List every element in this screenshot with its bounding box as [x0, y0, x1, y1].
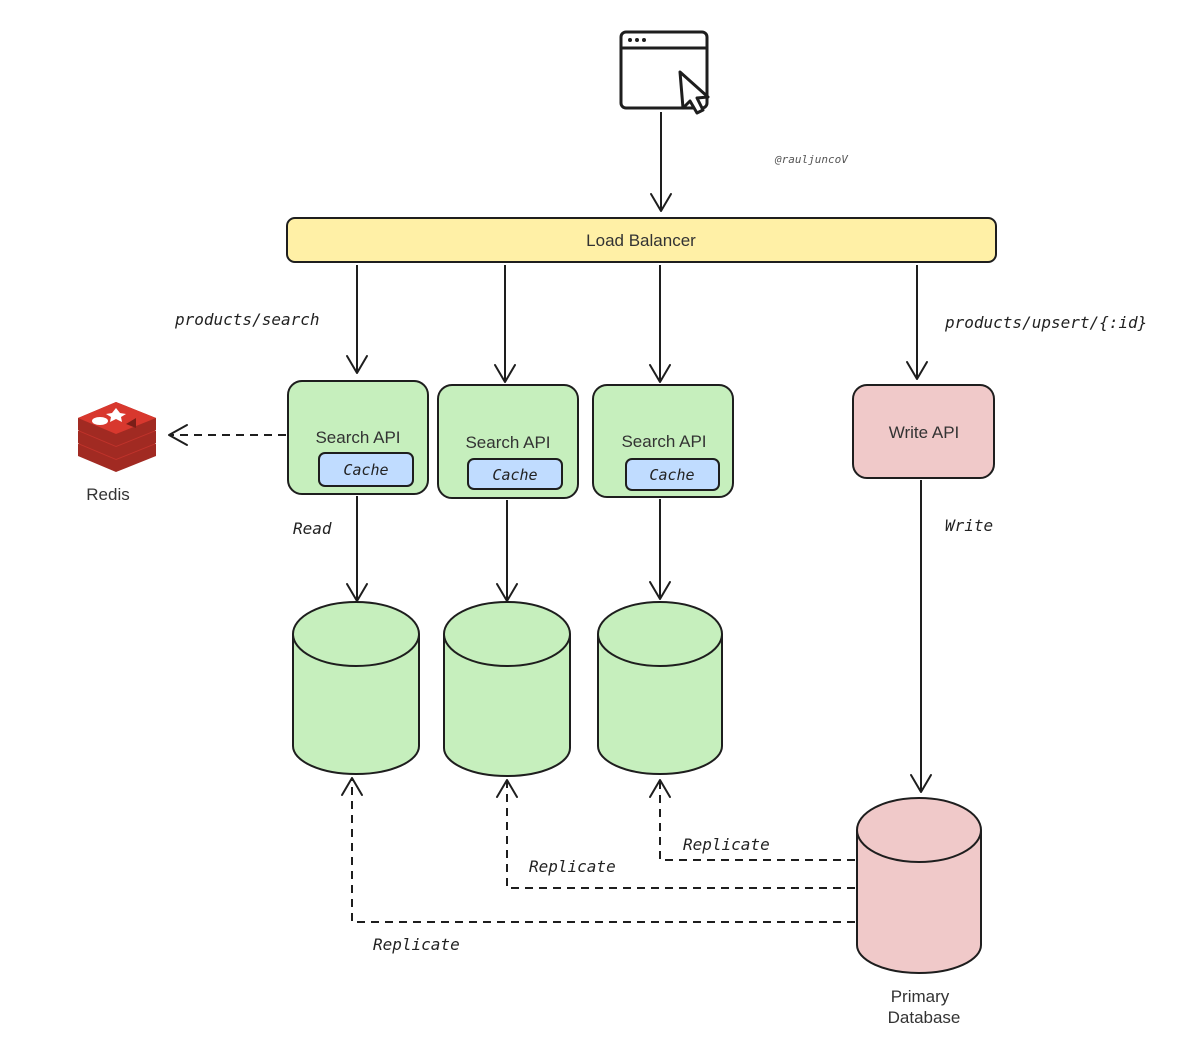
primary-database: [856, 797, 982, 974]
cache-1-label: Cache: [343, 461, 388, 479]
replica-database-2: [443, 601, 571, 777]
route-search-label: products/search: [174, 310, 320, 329]
primary-database-label-line1: Primary: [891, 987, 950, 1006]
load-balancer: Load Balancer: [286, 217, 997, 263]
write-api: Write API: [852, 384, 995, 479]
search-api-2: Search API Cache: [437, 384, 579, 499]
primary-database-label-line2: Database: [888, 1008, 961, 1027]
redis-stack-icon: [78, 402, 156, 472]
replicate-arrow-3: [649, 779, 855, 861]
write-api-label: Write API: [889, 423, 960, 442]
search-api-1-label: Search API: [315, 428, 400, 447]
lb-to-write-api-arrow: [906, 265, 928, 380]
browser-window-cursor-icon: [619, 30, 710, 115]
cache-1: [318, 452, 414, 487]
replicate-label-3: Replicate: [683, 835, 770, 854]
read-label: Read: [293, 519, 332, 538]
watermark-label: @rauljuncoV: [774, 153, 849, 166]
search-api-to-redis-arrow: [168, 424, 286, 446]
write-label: Write: [945, 516, 993, 535]
redis-label: Redis: [86, 485, 129, 504]
write-arrow: [910, 480, 932, 793]
read-arrow-1: [346, 496, 368, 602]
lb-to-search-api-3-arrow: [649, 265, 671, 383]
cache-2-label: Cache: [492, 466, 537, 484]
lb-to-search-api-2-arrow: [494, 265, 516, 383]
read-arrow-2: [496, 500, 518, 602]
search-api-1: Search API Cache: [287, 380, 429, 495]
search-api-2-label: Search API: [465, 433, 550, 452]
cache-2: [467, 458, 563, 490]
replicate-label-1: Replicate: [373, 935, 460, 954]
client-to-load-balancer-arrow: [650, 112, 672, 212]
replicate-label-2: Replicate: [529, 857, 616, 876]
lb-to-search-api-1-arrow: [346, 265, 368, 374]
replica-database-1: [292, 601, 420, 775]
replica-database-3: [597, 601, 723, 775]
cache-3: [625, 458, 720, 491]
read-arrow-3: [649, 499, 671, 600]
load-balancer-label: Load Balancer: [586, 231, 696, 250]
cache-3-label: Cache: [649, 466, 694, 484]
replicate-arrow-1: [341, 777, 855, 923]
search-api-3-label: Search API: [621, 432, 706, 451]
replicate-arrow-2: [496, 779, 855, 889]
route-upsert-label: products/upsert/{:id}: [944, 313, 1147, 332]
search-api-3: Search API Cache: [592, 384, 734, 498]
